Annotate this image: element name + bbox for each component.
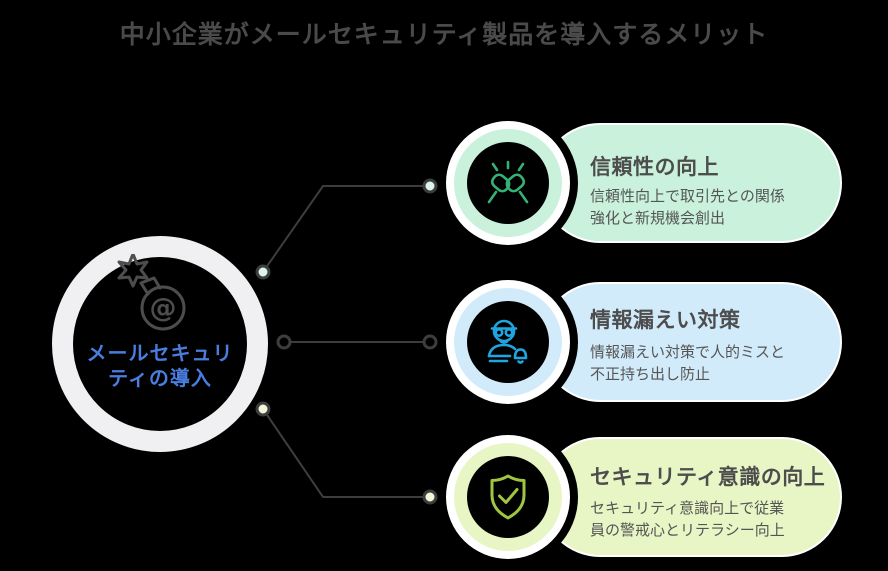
- card-medallion: [446, 435, 570, 559]
- card-medallion: [446, 280, 570, 404]
- card-description: 信頼性向上で取引先との関係 強化と新規機会創出: [590, 188, 785, 227]
- card-pill: [540, 282, 842, 402]
- at-glyph: @: [150, 293, 177, 324]
- connector-dot: [255, 401, 271, 417]
- connector-dot: [276, 334, 292, 350]
- connector-dot: [422, 334, 438, 350]
- card-description: 情報漏えい対策で人的ミスと 不正持ち出し防止: [590, 344, 786, 383]
- card-title: セキュリティ意識の向上: [590, 466, 826, 489]
- spy-person-bell-icon: [487, 319, 528, 364]
- center-label-line2: ティの導入: [108, 368, 212, 390]
- card-title: 情報漏えい対策: [590, 309, 741, 332]
- fist-bump-icon: [487, 160, 529, 204]
- connector-dot: [422, 178, 438, 194]
- card-pill: [540, 437, 842, 557]
- card-pill: [540, 123, 842, 243]
- shield-check-icon: [490, 474, 526, 520]
- email-bomb-icon: @: [117, 254, 186, 331]
- card-title: 信頼性の向上: [590, 156, 719, 179]
- connector-bottom: [262, 408, 430, 498]
- card-description: セキュリティ意識向上で従業 員の警戒心とリテラシー向上: [590, 500, 785, 539]
- card-medallion: [446, 121, 570, 245]
- page-title: 中小企業がメールセキュリティ製品を導入するメリット: [119, 21, 769, 49]
- connector-dot: [255, 264, 271, 280]
- center-label: メールセキュリ ティの導入: [52, 342, 268, 392]
- center-label-line1: メールセキュリ: [86, 343, 234, 365]
- connector-top: [262, 185, 430, 273]
- connector-dot: [422, 489, 438, 505]
